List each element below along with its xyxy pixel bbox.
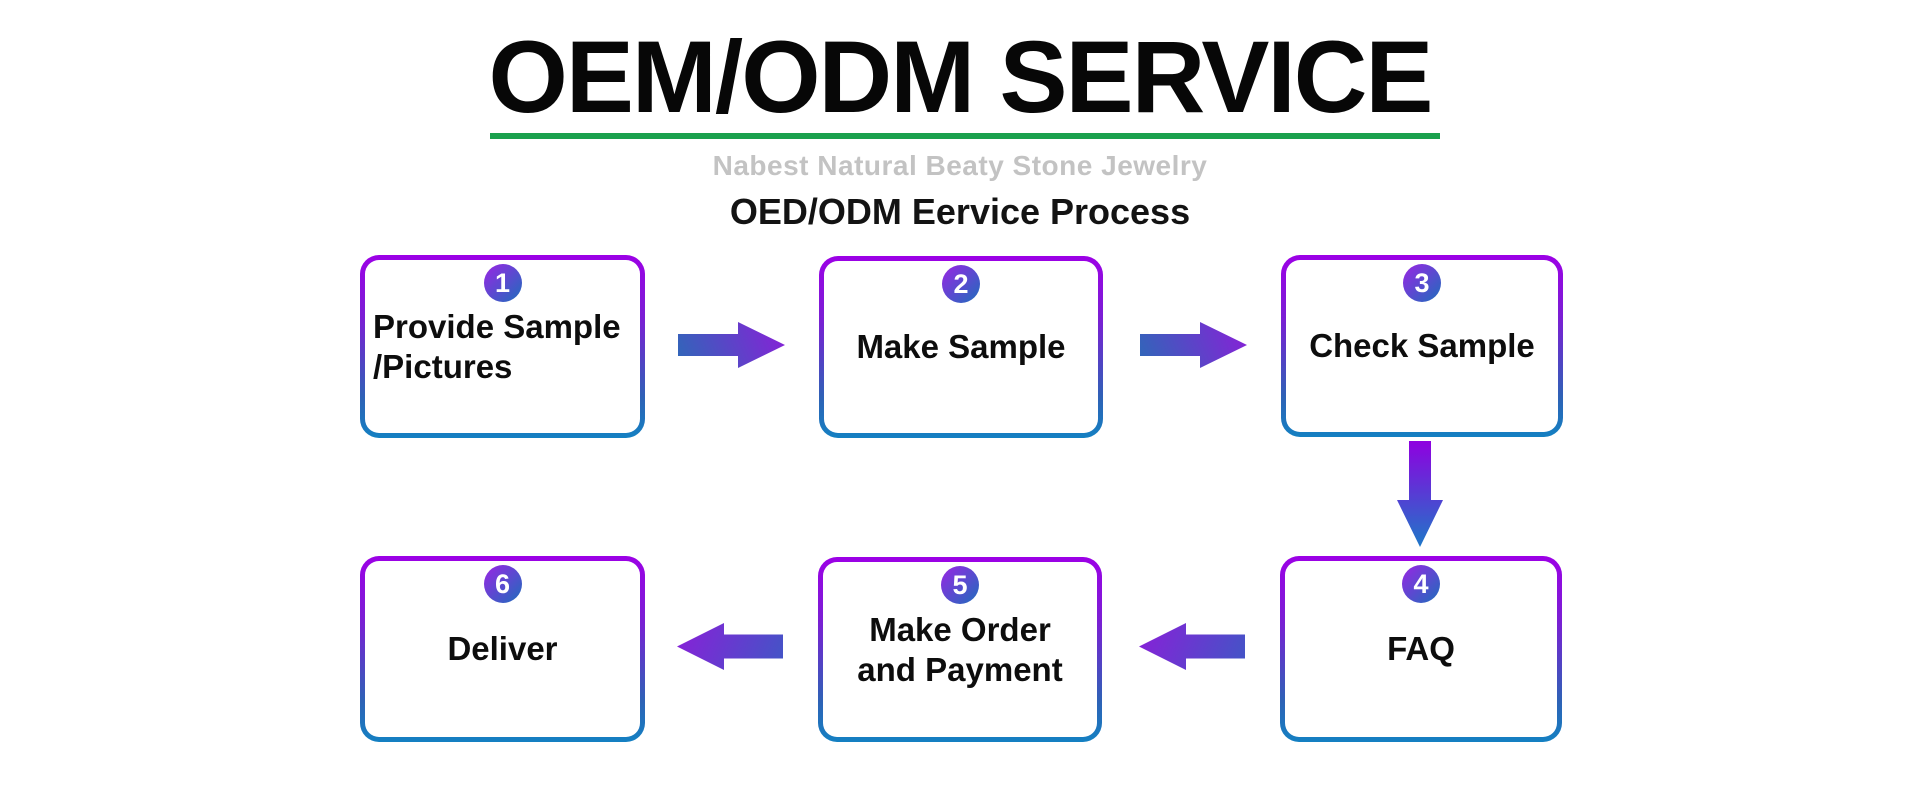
title-underline-rule xyxy=(490,133,1440,139)
arrow-left-icon xyxy=(1139,623,1245,670)
step-4-label-line-1: FAQ xyxy=(1387,630,1455,668)
step-3-label: Check Sample xyxy=(1309,326,1535,366)
arrow-left-icon xyxy=(677,623,783,670)
step-1-label-line-2: /Pictures xyxy=(373,347,513,385)
step-box-6-body: 6 Deliver xyxy=(365,561,640,737)
step-1-label: Provide Sample/Pictures xyxy=(365,307,621,386)
step-box-3: 3 Check Sample xyxy=(1281,255,1563,437)
step-box-4-body: 4 FAQ xyxy=(1285,561,1557,737)
brand-subtitle: Nabest Natural Beaty Stone Jewelry xyxy=(712,150,1208,181)
arrow-down-icon xyxy=(1397,441,1443,547)
step-3-number: 3 xyxy=(1414,267,1430,298)
step-6-label: Deliver xyxy=(447,629,557,669)
step-box-1-body: 1 Provide Sample/Pictures xyxy=(365,260,640,433)
step-4-number: 4 xyxy=(1413,568,1429,599)
step-3-label-line-1: Check Sample xyxy=(1309,327,1535,365)
step-box-3-body: 3 Check Sample xyxy=(1286,260,1558,432)
step-5-label-line-2: and Payment xyxy=(857,650,1063,688)
step-box-2: 2 Make Sample xyxy=(819,256,1103,438)
process-heading: OED/ODM Eervice Process xyxy=(729,191,1191,232)
step-box-2-body: 2 Make Sample xyxy=(824,261,1098,433)
step-2-label: Make Sample xyxy=(856,327,1065,367)
step-4-number-badge: 4 xyxy=(1402,565,1440,603)
step-4-label: FAQ xyxy=(1387,629,1455,669)
step-5-number-badge: 5 xyxy=(941,566,979,604)
step-5-number: 5 xyxy=(952,569,968,600)
step-2-number: 2 xyxy=(953,268,969,299)
step-2-number-badge: 2 xyxy=(942,265,980,303)
step-6-number-badge: 6 xyxy=(483,565,522,603)
step-box-1: 1 Provide Sample/Pictures xyxy=(360,255,645,438)
step-1-label-line-1: Provide Sample xyxy=(373,307,621,345)
step-3-number-badge: 3 xyxy=(1403,264,1441,302)
step-1-number-badge: 1 xyxy=(483,264,522,302)
step-box-4: 4 FAQ xyxy=(1280,556,1562,742)
step-5-label-line-1: Make Order xyxy=(869,610,1051,648)
step-1-number: 1 xyxy=(494,267,511,298)
step-2-label-line-1: Make Sample xyxy=(856,328,1066,366)
arrow-right-icon xyxy=(1140,322,1247,368)
step-6-number: 6 xyxy=(494,568,511,599)
arrow-right-icon xyxy=(678,322,785,368)
page-title: OEM/ODM SERVICE xyxy=(488,20,1434,134)
step-6-label-line-1: Deliver xyxy=(447,630,558,668)
step-box-6: 6 Deliver xyxy=(360,556,645,742)
